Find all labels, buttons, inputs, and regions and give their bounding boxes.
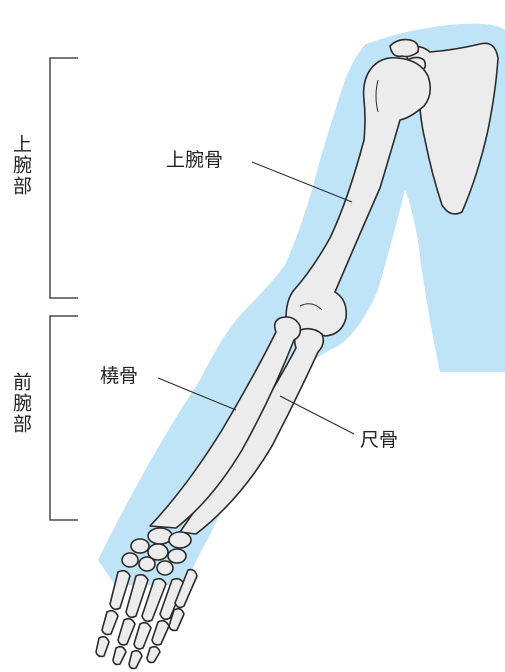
upper-arm-bracket [50,58,78,298]
ulna-label: 尺骨 [360,429,398,451]
forearm-bracket [50,316,78,520]
humerus-label: 上腕骨 [166,149,223,171]
hand-bones [96,570,197,669]
radius-label: 橈骨 [100,365,138,387]
acromion [390,40,418,57]
ulna-leader-line [280,396,354,434]
